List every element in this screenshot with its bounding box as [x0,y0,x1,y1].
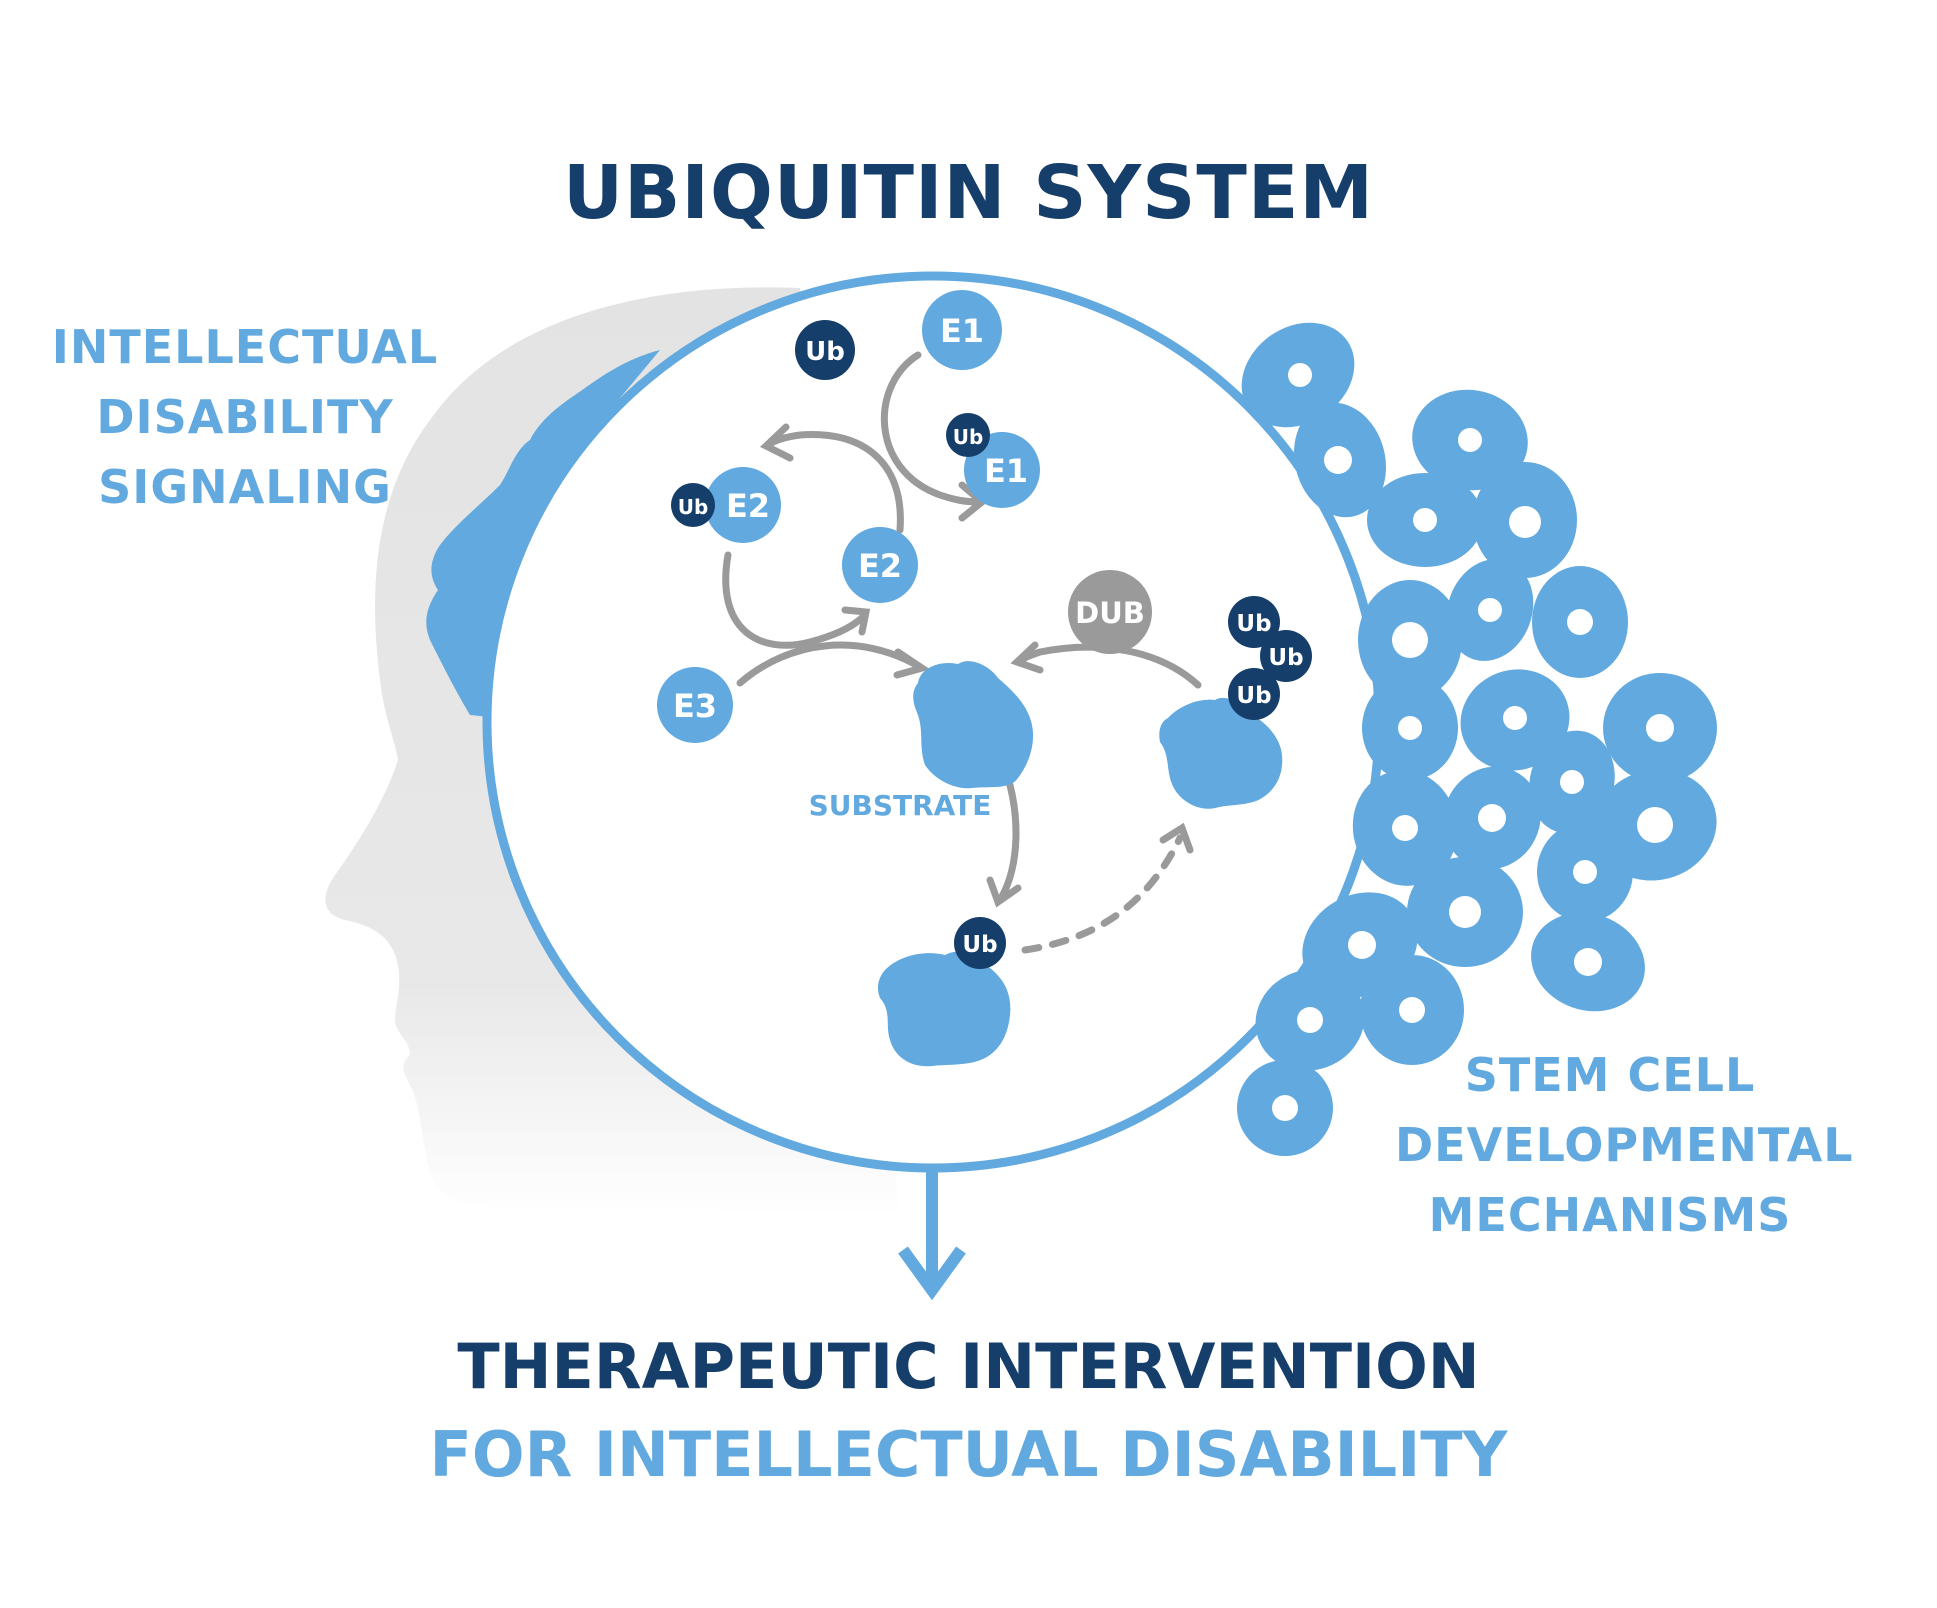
nucleus [1637,807,1673,843]
nucleus [1297,1007,1323,1033]
arrow-e3-head [893,648,931,679]
stem-cell-nuclei [1272,363,1674,1121]
substrate-center [913,661,1034,789]
ubiquitin-nodes: Ub Ub Ub Ub Ub Ub Ub [671,320,1312,969]
left-label-line-2: DISABILITY [96,390,394,444]
dub-node [1068,570,1152,654]
substrate-right [1159,697,1283,809]
nucleus [1449,896,1481,928]
nucleus [1574,948,1602,976]
e1-label: E1 [940,312,984,350]
e2-charged-label: E2 [726,487,770,525]
arrow-e3-to-substrate [736,641,924,687]
right-label: STEM CELL DEVELOPMENTAL MECHANISMS [1395,1040,1854,1250]
nucleus [1324,446,1352,474]
right-label-line-1: STEM CELL [1464,1048,1756,1102]
down-arrow-icon [898,1168,966,1301]
enzyme-nodes: E1 E1 E2 E2 E3 [657,290,1040,743]
nucleus [1478,804,1506,832]
e2-node [842,527,918,603]
e2-charged-node [705,467,781,543]
bottom-subtitle: FOR INTELLECTUAL DISABILITY [429,1418,1508,1491]
e3-node [657,667,733,743]
arrow-substrate-down [996,781,1020,904]
arrow-e2-to-e2ub [764,430,904,534]
nucleus [1392,622,1428,658]
right-label-line-2: DEVELOPMENTAL [1395,1118,1854,1172]
mono-ub-node [954,917,1006,969]
arrow-dub-head [1010,641,1044,674]
nucleus [1478,598,1502,622]
ub-e2-tag [671,483,715,527]
arrow-e2-head [841,606,871,636]
nucleus [1348,931,1376,959]
arrow-e1-to-e1ub [880,351,984,506]
nucleus [1272,1095,1298,1121]
nucleus [1413,508,1437,532]
poly-ub-2 [1260,630,1312,682]
nucleus [1392,815,1418,841]
substrate-bottom [877,951,1011,1067]
arrow-down-head [986,876,1022,908]
ub-free-label: Ub [805,337,845,367]
e1-charged-label: E1 [984,452,1028,490]
ub-free-node [795,320,855,380]
e3-label: E3 [673,687,717,725]
right-label-line-3: MECHANISMS [1428,1188,1792,1242]
page-title: UBIQUITIN SYSTEM [562,150,1375,236]
nucleus [1509,506,1541,538]
ub-e2-tag-label: Ub [678,495,709,519]
left-label: INTELLECTUAL DISABILITY SIGNALING [45,312,445,522]
arrow-dotted-head [1159,822,1194,854]
poly-ub-2-label: Ub [1268,645,1303,671]
nucleus [1573,860,1597,884]
left-label-line-3: SIGNALING [98,460,392,514]
substrate-label: SUBSTRATE [809,789,992,822]
arrow-e2ub-to-e2 [722,551,869,649]
ub-e1-tag [946,413,990,457]
nucleus [1398,716,1422,740]
poly-ub-1 [1228,596,1280,648]
nucleus [1567,609,1593,635]
bottom-title: THERAPEUTIC INTERVENTION [457,1330,1480,1403]
dub-label: DUB [1075,596,1145,630]
nucleus [1503,706,1527,730]
arrow-e2ub-head [759,423,794,462]
nucleus [1560,770,1584,794]
nucleus [1458,428,1482,452]
nucleus [1646,714,1674,742]
mono-ub-label: Ub [962,932,997,958]
e1-node [922,290,1002,370]
poly-ub-1-label: Ub [1236,611,1271,637]
poly-ub-3-label: Ub [1236,683,1271,709]
arrow-dotted-up [1021,834,1184,954]
pathway-arrows [722,351,1202,954]
left-label-line-1: INTELLECTUAL [51,320,439,374]
ub-e1-tag-label: Ub [953,425,984,449]
nucleus [1288,363,1312,387]
e2-label: E2 [858,547,902,585]
nucleus [1399,997,1425,1023]
poly-ub-3 [1228,668,1280,720]
